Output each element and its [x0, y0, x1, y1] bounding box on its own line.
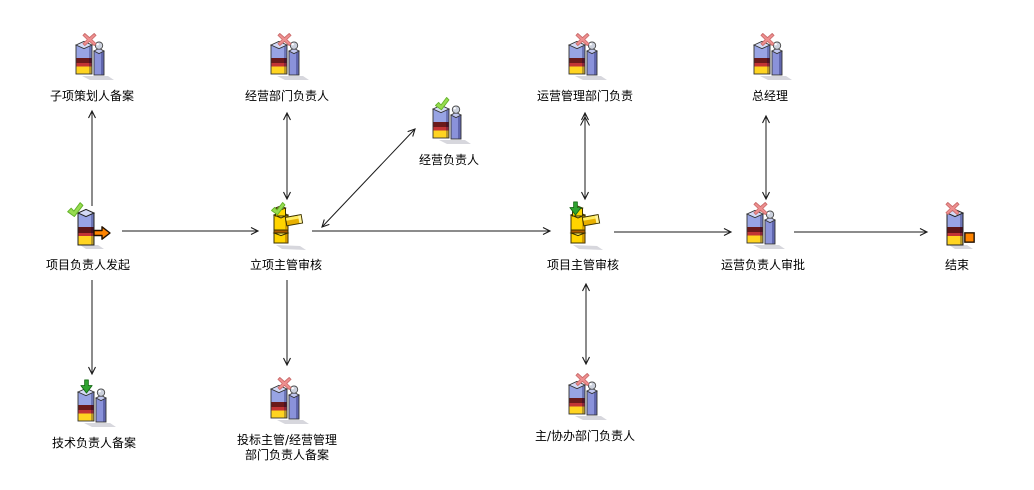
workflow-node-bid-supervisor-filing[interactable]: 投标主管/经营管理 部门负责人备案 [212, 376, 362, 463]
end-column-icon [945, 201, 975, 253]
role-person-icon [263, 376, 311, 428]
workflow-node-end[interactable]: 结束 [882, 201, 1032, 273]
node-label: 子项策划人备案 [49, 89, 134, 103]
role-person-icon [561, 32, 609, 84]
task-figure-icon [271, 202, 310, 253]
role-person-icon [739, 201, 787, 253]
task-figure-icon [569, 201, 607, 253]
workflow-node-project-setup-review[interactable]: 立项主管审核 [211, 201, 361, 273]
start-column-icon [67, 202, 111, 253]
workflow-node-sub-item-planner-filing[interactable]: 子项策划人备案 [17, 32, 167, 104]
role-person-icon [68, 32, 116, 84]
connector-opsmgmt-extra-chevron [580, 115, 590, 126]
node-label: 技术负责人备案 [51, 436, 136, 450]
role-person-icon [263, 32, 311, 84]
orange-arrow-right-icon [93, 226, 111, 240]
workflow-node-main-co-dept-head[interactable]: 主/协办部门负责人 [510, 372, 660, 444]
role-person-icon [425, 97, 473, 148]
workflow-node-tech-leader-filing[interactable]: 技术负责人备案 [19, 379, 169, 451]
node-label: 经营负责人 [418, 153, 479, 167]
workflow-node-business-head[interactable]: 经营负责人 [374, 96, 524, 168]
node-label: 运营负责人审批 [720, 258, 805, 272]
orange-stop-square-icon [964, 232, 975, 243]
workflow-node-general-manager[interactable]: 总经理 [695, 32, 845, 104]
node-label: 项目主管审核 [546, 258, 619, 272]
workflow-node-project-leader-initiate[interactable]: 项目负责人发起 [13, 201, 163, 273]
node-label: 经营部门负责人 [244, 89, 329, 103]
node-label: 投标主管/经营管理 部门负责人备案 [236, 433, 338, 462]
role-person-icon [746, 32, 794, 84]
role-person-icon [561, 372, 609, 424]
node-label: 结束 [944, 258, 969, 272]
node-label: 立项主管审核 [249, 258, 322, 272]
role-person-icon [70, 379, 118, 431]
workflow-node-operations-mgmt-dept-head[interactable]: 运营管理部门负责 [510, 32, 660, 104]
connector-setup-bizhead-diag [321, 128, 416, 228]
workflow-node-project-supervisor-review[interactable]: 项目主管审核 [508, 201, 658, 273]
node-label: 项目负责人发起 [45, 258, 130, 272]
workflow-node-operations-head-approval[interactable]: 运营负责人审批 [688, 201, 838, 273]
node-label: 运营管理部门负责 [536, 89, 633, 103]
node-label: 总经理 [751, 89, 788, 103]
workflow-node-business-dept-head[interactable]: 经营部门负责人 [212, 32, 362, 104]
node-label: 主/协办部门负责人 [534, 429, 636, 443]
